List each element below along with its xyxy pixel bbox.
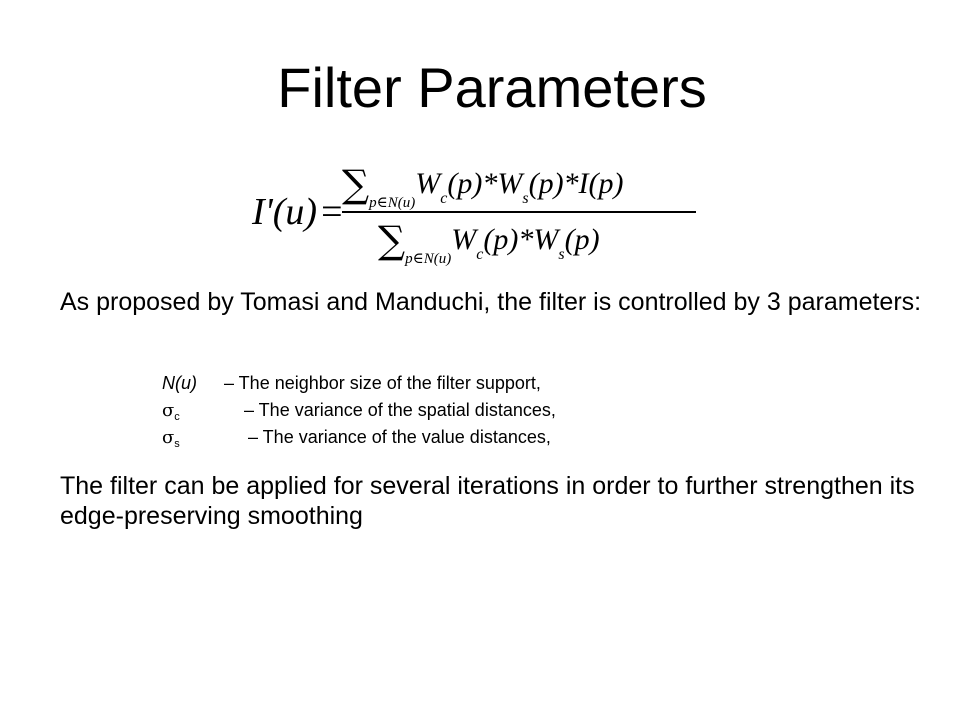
formula-denominator: ∑p∈N(u)Wc(p)*Ws(p) <box>378 220 600 279</box>
iterations-paragraph: The filter can be applied for several it… <box>60 472 915 530</box>
parameter-description: – The variance of the value distances, <box>248 427 551 447</box>
denominator-sum-symbol: ∑ <box>378 218 406 262</box>
parameter-row-sigma-c: σc – The variance of the spatial distance… <box>162 397 556 424</box>
sigma-glyph: σ <box>162 400 175 421</box>
formula-lhs-term: I'(u) <box>252 191 318 233</box>
parameter-symbol: N(u) <box>162 373 197 393</box>
parameter-list: N(u) – The neighbor size of the filter su… <box>162 370 556 451</box>
parameter-row-sigma-s: σs – The variance of the value distances, <box>162 424 556 451</box>
formula-lhs: I'(u)= <box>252 190 343 234</box>
denominator-sum-index: p∈N(u) <box>405 251 452 267</box>
numerator-w: W <box>415 167 441 200</box>
sigma-glyph: σ <box>162 427 175 448</box>
intro-paragraph: As proposed by Tomasi and Manduchi, the … <box>60 288 922 316</box>
numerator-sub-c: c <box>440 190 448 207</box>
bilateral-filter-formula: I'(u)= ∑p∈N(u)Wc(p)*Ws(p)*I(p) ∑p∈N(u)Wc… <box>250 150 710 272</box>
denominator-post: (p) <box>564 223 600 256</box>
parameter-row-neighbor-size: N(u) – The neighbor size of the filter su… <box>162 370 556 397</box>
denominator-sub-c: c <box>476 246 484 263</box>
numerator-post: (p)*I(p) <box>528 167 624 200</box>
numerator-mid: (p)*W <box>447 167 523 200</box>
numerator-sub-s: s <box>522 190 529 207</box>
denominator-mid: (p)*W <box>483 223 559 256</box>
parameter-symbol: σc <box>162 397 244 431</box>
sigma-subscript: s <box>174 438 180 450</box>
parameter-description: – The variance of the spatial distances, <box>244 400 556 420</box>
numerator-sum-index: p∈N(u) <box>369 195 416 211</box>
parameter-description: – The neighbor size of the filter suppor… <box>224 373 541 393</box>
formula-equals: = <box>321 191 343 233</box>
denominator-w: W <box>451 223 477 256</box>
sigma-subscript: c <box>174 411 180 423</box>
slide-title: Filter Parameters <box>277 56 707 119</box>
fraction-bar <box>342 211 696 213</box>
numerator-sum-symbol: ∑ <box>342 162 370 206</box>
parameter-symbol: σs <box>162 424 248 458</box>
denominator-sub-s: s <box>558 246 565 263</box>
formula-numerator: ∑p∈N(u)Wc(p)*Ws(p)*I(p) <box>342 164 624 223</box>
